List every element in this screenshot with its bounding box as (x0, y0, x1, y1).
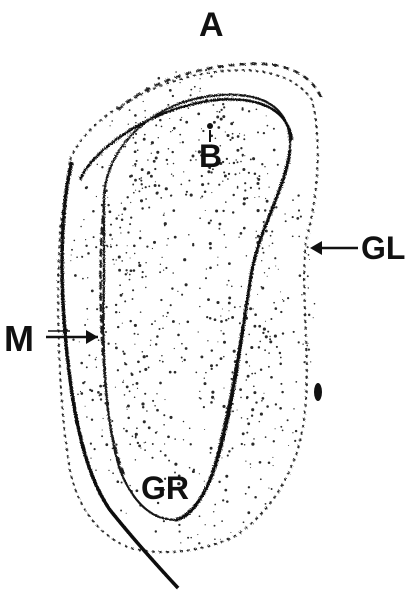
label-gl: GL (361, 232, 405, 264)
arrow-m (46, 330, 98, 344)
label-gr: GR (141, 472, 189, 504)
label-a: A (199, 8, 224, 42)
inner-core-stipple (115, 94, 277, 491)
label-m: M (4, 321, 34, 357)
arrow-gl (310, 241, 358, 255)
label-b: B (199, 140, 222, 172)
top-outer-arc (118, 64, 322, 110)
membrane-line (62, 162, 178, 588)
inner-core-outline (103, 95, 290, 520)
right-blob-mark (314, 383, 322, 401)
core-right-edge (176, 150, 290, 520)
